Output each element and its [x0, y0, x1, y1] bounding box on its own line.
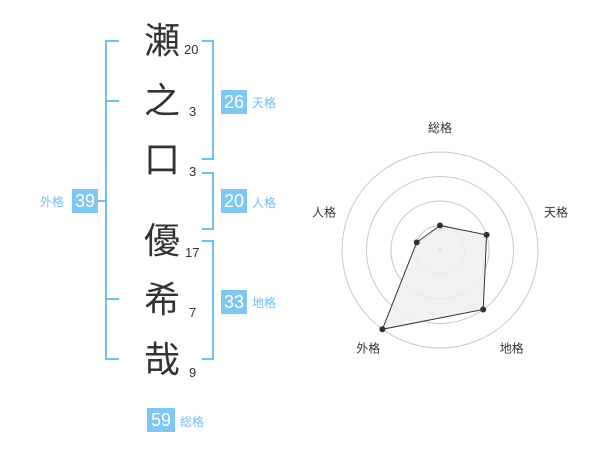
gaikaku-bracket-bottom	[105, 358, 119, 360]
stroke-count-5: 7	[189, 305, 197, 320]
tenkaku-bracket-bottom	[202, 158, 214, 160]
stroke-count-6: 9	[189, 365, 197, 380]
soukaku-value: 59	[147, 408, 175, 432]
chikaku-bracket-top	[202, 240, 214, 242]
chikaku-bracket-bottom	[202, 358, 214, 360]
chikaku-label: 地格	[252, 296, 277, 310]
radar-point	[437, 222, 443, 229]
gaikaku-bracket	[105, 40, 107, 360]
radar-axis-label: 天格	[544, 204, 568, 219]
tenkaku-label: 天格	[252, 96, 277, 110]
tenkaku-bracket-top	[202, 40, 214, 42]
chikaku-bracket	[212, 240, 214, 360]
jinkaku-bracket-bottom	[202, 228, 214, 230]
stroke-count-1: 20	[184, 42, 199, 57]
radar-area	[381, 224, 488, 330]
gaikaku-bracket-top	[105, 40, 119, 42]
name-char-2: 之	[143, 81, 180, 122]
name-char-1: 瀬	[143, 21, 180, 62]
radar-axis-label: 人格	[312, 204, 336, 219]
gaikaku-value: 39	[72, 189, 98, 213]
jinkaku-bracket-top	[202, 172, 214, 174]
radar-point	[379, 326, 386, 333]
radar-point	[413, 239, 420, 246]
radar-points	[379, 222, 490, 333]
radar-point	[483, 231, 490, 238]
name-char-6: 哉	[143, 340, 180, 381]
tenkaku-value: 26	[221, 90, 247, 114]
stroke-count-3: 3	[189, 164, 197, 179]
radar-point	[480, 306, 487, 313]
chikaku-value: 33	[221, 290, 247, 314]
radar-ring	[366, 176, 514, 324]
radar-ring	[341, 151, 539, 349]
stroke-count-2: 3	[189, 104, 197, 119]
stroke-count-4: 17	[185, 245, 200, 260]
name-char-4: 優	[143, 221, 180, 262]
gaikaku-bracket-tick-2	[105, 298, 119, 300]
name-char-5: 希	[143, 280, 180, 321]
tenkaku-bracket	[212, 40, 214, 160]
radar-axis-label: 地格	[500, 341, 524, 356]
soukaku-label: 総格	[180, 415, 205, 429]
gaikaku-label: 外格	[40, 195, 65, 209]
jinkaku-label: 人格	[252, 196, 277, 210]
radar-axis-label: 総格	[428, 120, 452, 135]
name-char-3: 口	[143, 140, 180, 181]
gaikaku-connector	[97, 200, 105, 202]
gaikaku-bracket-tick-1	[105, 100, 119, 102]
radar-axis-label: 外格	[356, 341, 380, 356]
jinkaku-value: 20	[221, 189, 247, 213]
jinkaku-bracket	[212, 172, 214, 230]
